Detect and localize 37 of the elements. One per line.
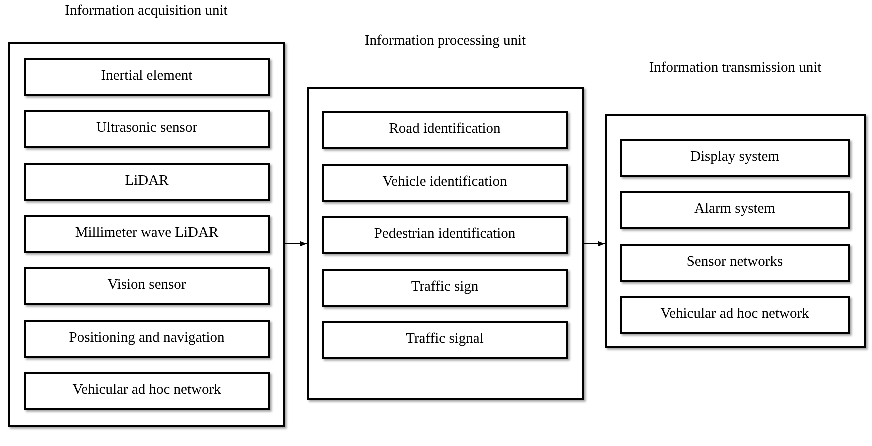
- box-label: Road identification: [389, 120, 501, 140]
- item-box: [24, 320, 270, 358]
- box-label: Pedestrian identification: [374, 225, 516, 244]
- item-box: [322, 164, 568, 202]
- item-box: [24, 162, 270, 201]
- box-label: Inertial element: [101, 67, 193, 86]
- box-label: Ultrasonic sensor: [96, 119, 198, 138]
- item-box: [322, 268, 568, 306]
- box-label: Positioning and navigation: [69, 328, 225, 348]
- box-label: LiDAR: [125, 172, 169, 191]
- item-box: [620, 191, 850, 230]
- item-box: [24, 372, 270, 410]
- box-label: Vision sensor: [108, 276, 186, 296]
- box-label: Traffic sign: [411, 278, 479, 297]
- box-label: Vehicular ad hoc network: [660, 305, 810, 324]
- item-box: [322, 321, 568, 359]
- box-label: Sensor networks: [686, 252, 784, 272]
- item-box: [24, 58, 270, 96]
- box-label: Information acquisition unit: [65, 4, 228, 21]
- box-label: Traffic signal: [406, 330, 484, 350]
- arrow: [284, 241, 308, 247]
- arrow: [584, 241, 606, 247]
- item-box: [322, 111, 568, 149]
- box-label: Alarm system: [694, 200, 776, 220]
- box-label: Information processing unit: [364, 34, 526, 51]
- box-label: Information transmission unit: [649, 61, 822, 78]
- box-label: Millimeter wave LiDAR: [75, 224, 219, 244]
- box-label: Vehicular ad hoc network: [72, 380, 222, 400]
- item-box: [620, 244, 850, 282]
- item-box: [620, 296, 850, 334]
- item-box: [322, 216, 568, 254]
- box-label: Display system: [690, 148, 780, 168]
- box-label: Vehicle identification: [382, 172, 508, 192]
- item-box: [24, 267, 270, 306]
- item-box: [24, 110, 270, 148]
- item-box: [24, 214, 270, 253]
- item-box: [620, 139, 850, 177]
